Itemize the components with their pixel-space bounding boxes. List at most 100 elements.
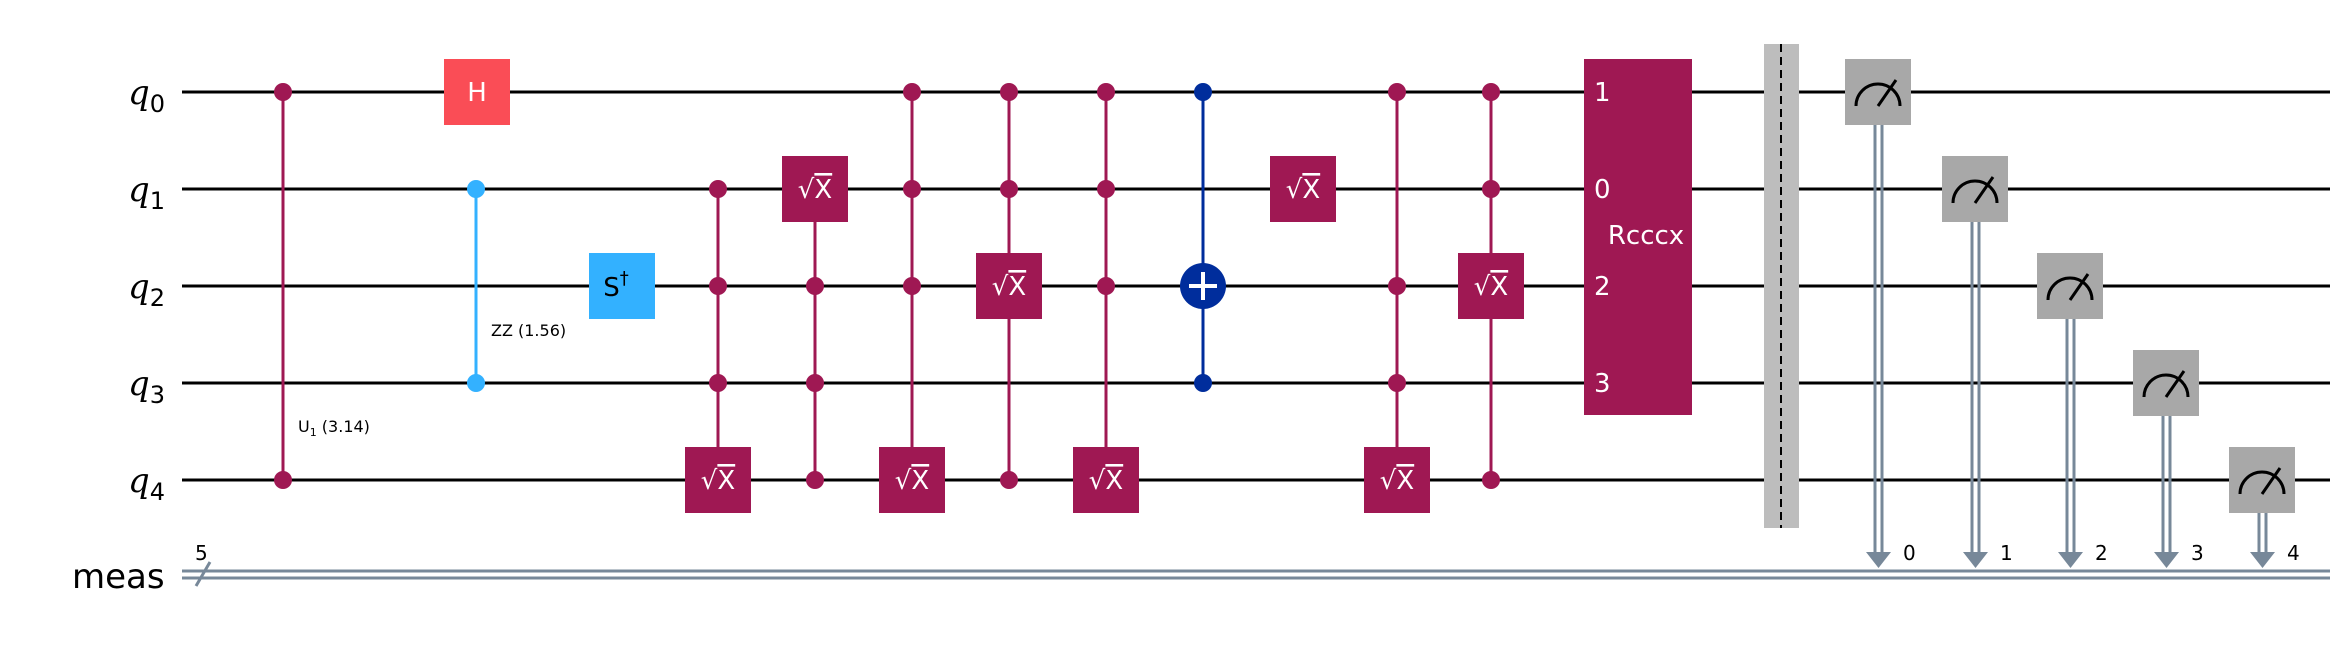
measure-box: [2133, 350, 2199, 416]
qubit-label-q1: q1: [128, 170, 165, 215]
control-dot: [1097, 180, 1115, 198]
sdg-gate-box: [589, 253, 655, 319]
rcccx-pin-q1: 0: [1594, 175, 1611, 205]
control-dot: [1482, 471, 1500, 489]
rcccx-pin-q0: 1: [1594, 78, 1611, 108]
control-dot: [1482, 83, 1500, 101]
sx-gate-label: √X: [992, 272, 1026, 302]
control-dot: [903, 83, 921, 101]
h-gate-label: H: [467, 78, 487, 108]
classical-bit-label: 4: [2287, 541, 2300, 565]
control-dot: [1000, 83, 1018, 101]
sx-gate-box: [1458, 253, 1524, 319]
control-dot: [1000, 180, 1018, 198]
h-gate: H: [444, 59, 510, 125]
qubit-labels: q0 q1 q2 q3 q4 meas: [72, 73, 165, 597]
control-dot: [1482, 180, 1500, 198]
classical-wire: 5: [182, 541, 2330, 587]
zz-label: ZZ (1.56): [491, 321, 566, 340]
measure-arrow: [1866, 552, 1891, 568]
qubit-label-q3: q3: [128, 364, 165, 409]
control-dot: [1097, 83, 1115, 101]
measure-box: [2037, 253, 2103, 319]
control-dot: [1194, 374, 1212, 392]
cu1-gate: U1 (3.14): [274, 83, 370, 489]
measure-arrow: [2154, 552, 2179, 568]
sx-gate-label: √X: [701, 466, 735, 496]
measure-q2: 2: [2037, 253, 2108, 568]
qubit-label-q0: q0: [128, 73, 165, 118]
mcsx-gate-1: √X: [685, 180, 751, 513]
control-dot: [1194, 83, 1212, 101]
meter-icon: [1951, 179, 1999, 204]
control-dot: [903, 277, 921, 295]
meter-icon: [2238, 470, 2286, 495]
sx-gate-label: √X: [1286, 175, 1320, 205]
sx-gate-q1: √X: [1270, 156, 1336, 222]
control-dot: [806, 471, 824, 489]
measure-box: [1942, 156, 2008, 222]
measure-arrow: [1963, 552, 1988, 568]
measure-q3: 3: [2133, 350, 2204, 568]
classical-bit-label: 1: [2000, 541, 2013, 565]
sx-gate-box: [685, 447, 751, 513]
control-dot: [806, 277, 824, 295]
measure-q4: 4: [2229, 447, 2300, 568]
classical-bit-label: 2: [2095, 541, 2108, 565]
mcsx-gate-3: √X: [879, 83, 945, 513]
measure-arrow: [2058, 552, 2083, 568]
zz-dot: [467, 180, 485, 198]
rcccx-label: Rcccx: [1608, 221, 1684, 251]
measure-arrow: [2250, 552, 2275, 568]
sx-gate-box: [782, 156, 848, 222]
qubit-wires: [182, 90, 2330, 482]
sx-gate-label: √X: [798, 175, 832, 205]
sx-gate-box: [1364, 447, 1430, 513]
control-dot: [709, 374, 727, 392]
meter-icon: [2046, 276, 2094, 301]
classical-bit-label: 0: [1903, 541, 1916, 565]
measure-box: [2229, 447, 2295, 513]
mcsx-gate-6: √X: [1364, 83, 1430, 513]
control-dot: [1097, 277, 1115, 295]
rcccx-pin-q2: 2: [1594, 272, 1611, 302]
register-slash: [194, 561, 212, 587]
sx-gate-box: [1270, 156, 1336, 222]
barrier: [1764, 44, 1799, 528]
register-width: 5: [195, 541, 208, 565]
qubit-label-q2: q2: [128, 267, 165, 312]
cu1-control-dot: [274, 471, 292, 489]
measure-q0: 0: [1845, 59, 1916, 568]
control-dot: [709, 180, 727, 198]
cu1-control-dot: [274, 83, 292, 101]
ccx-gate: [1180, 83, 1226, 392]
measure-box: [1845, 59, 1911, 125]
sx-gate-box: [879, 447, 945, 513]
sx-gate-box: [976, 253, 1042, 319]
control-dot: [1000, 471, 1018, 489]
h-gate-box: [444, 59, 510, 125]
sx-gate-box: [1073, 447, 1139, 513]
measure-q1: 1: [1942, 156, 2013, 568]
rcccx-box: [1584, 59, 1692, 415]
sx-gate-label: √X: [1474, 272, 1508, 302]
cu1-label: U1 (3.14): [298, 417, 370, 439]
meter-icon: [2142, 373, 2190, 398]
sx-gate-label: √X: [1089, 466, 1123, 496]
mcsx-gate-7: √X: [1458, 83, 1524, 489]
control-dot: [1388, 374, 1406, 392]
control-dot: [1388, 83, 1406, 101]
classical-register-label: meas: [72, 557, 165, 597]
mcsx-gate-2: √X: [782, 156, 848, 489]
sdg-gate: S†: [589, 253, 655, 319]
control-dot: [709, 277, 727, 295]
zz-dot: [467, 374, 485, 392]
control-dot: [1388, 277, 1406, 295]
mcsx-gate-5: √X: [1073, 83, 1139, 513]
mcsx-gate-4: √X: [976, 83, 1042, 489]
qubit-label-q4: q4: [128, 461, 165, 506]
sx-gate-label: √X: [895, 466, 929, 496]
meter-icon: [1854, 82, 1902, 107]
zz-gate: ZZ (1.56): [467, 180, 566, 392]
